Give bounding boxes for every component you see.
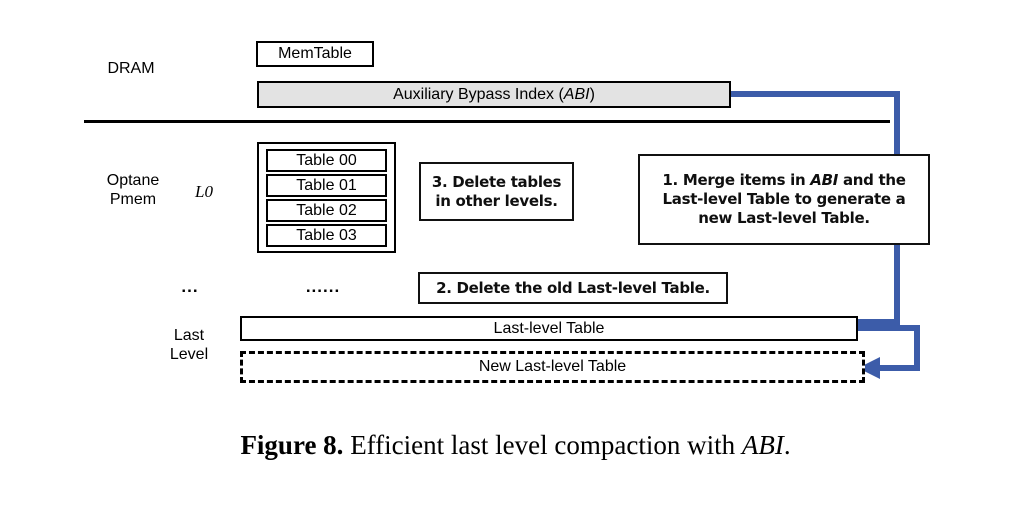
callout-step-3: 3. Delete tables in other levels. bbox=[419, 162, 574, 221]
callout-step-1-text: 1. Merge items in ABI and the Last-level… bbox=[646, 171, 922, 228]
callout-step-1: 1. Merge items in ABI and the Last-level… bbox=[638, 154, 930, 245]
l0-table-label: Table 02 bbox=[296, 201, 357, 219]
new-last-level-table-label: New Last-level Table bbox=[478, 358, 627, 375]
abi-label-suffix: ) bbox=[589, 85, 595, 103]
callout-step-2: 2. Delete the old Last-level Table. bbox=[418, 272, 728, 304]
callout-step-1-suffix: and the Last-level Table to generate a n… bbox=[662, 171, 906, 227]
memtable-label: MemTable bbox=[278, 45, 352, 62]
l0-table-row: Table 03 bbox=[266, 224, 387, 247]
l0-table-container: Table 00 Table 01 Table 02 Table 03 bbox=[257, 142, 396, 253]
tier-label-last-level: Last Level bbox=[169, 327, 209, 363]
l0-table-label: Table 03 bbox=[296, 226, 357, 244]
figure-caption: Figure 8. Efficient last level compactio… bbox=[0, 430, 1031, 461]
l0-table-row: Table 00 bbox=[266, 149, 387, 172]
new-last-level-table-box: New Last-level Table bbox=[240, 351, 865, 383]
callout-step-1-acronym: ABI bbox=[810, 171, 839, 189]
memtable-box: MemTable bbox=[256, 41, 374, 67]
callout-step-2-text: 2. Delete the old Last-level Table. bbox=[436, 278, 710, 297]
l0-table-row: Table 01 bbox=[266, 174, 387, 197]
old-last-level-table-label: Last-level Table bbox=[493, 319, 605, 337]
abi-label-acronym: ABI bbox=[563, 85, 590, 103]
figure-caption-text: Efficient last level compaction with bbox=[343, 430, 742, 460]
l0-table-label: Table 00 bbox=[296, 151, 357, 169]
callout-step-3-text: 3. Delete tables in other levels. bbox=[431, 172, 562, 210]
old-last-level-table-box: Last-level Table bbox=[240, 316, 858, 341]
tier-label-optane-pmem: Optane Pmem bbox=[106, 172, 160, 208]
abi-box: Auxiliary Bypass Index (ABI) bbox=[257, 81, 731, 108]
tier-divider-line bbox=[84, 120, 890, 123]
ellipsis-middle: ...... bbox=[305, 277, 341, 296]
tier-label-dram: DRAM bbox=[107, 60, 155, 77]
l0-table-label: Table 01 bbox=[296, 176, 357, 194]
callout-step-1-prefix: 1. Merge items in bbox=[662, 171, 811, 189]
figure-caption-number: Figure 8. bbox=[240, 430, 344, 460]
level-label-l0: L0 bbox=[195, 182, 213, 201]
figure-caption-period: . bbox=[783, 430, 791, 460]
ellipsis-left: ... bbox=[181, 277, 199, 296]
abi-label: Auxiliary Bypass Index (ABI) bbox=[393, 86, 595, 104]
figure-caption-acronym: ABI bbox=[741, 430, 784, 460]
l0-table-row: Table 02 bbox=[266, 199, 387, 222]
abi-label-prefix: Auxiliary Bypass Index ( bbox=[393, 85, 564, 103]
